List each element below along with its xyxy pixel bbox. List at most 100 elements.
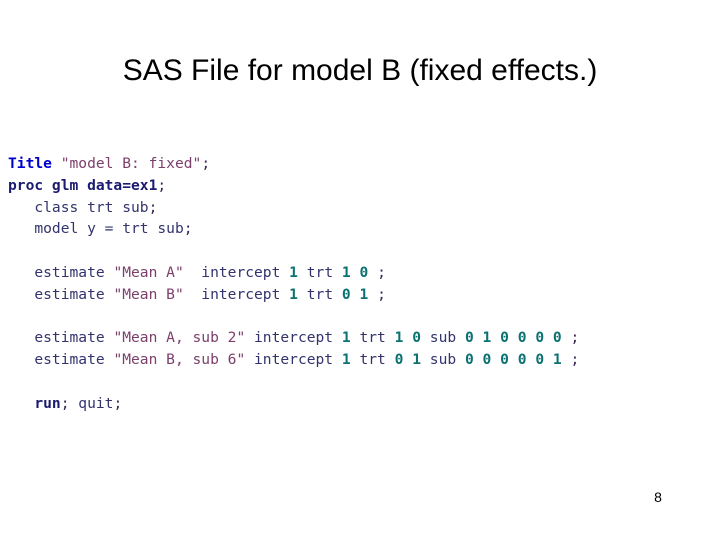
page-title: SAS File for model B (fixed effects.): [122, 54, 598, 87]
code-token-plain: [474, 329, 483, 346]
code-indent: [8, 199, 34, 216]
line-blank-2: [8, 306, 720, 328]
code-token-num: 1: [412, 351, 422, 369]
line-blank-3: [8, 371, 720, 393]
code-token-plain: model y = trt sub: [34, 220, 184, 238]
code-token-num: 1: [341, 263, 351, 281]
code-token-plain: estimate: [34, 329, 114, 347]
line-title: Title "model B: fixed";: [8, 153, 720, 175]
code-indent: [8, 220, 34, 237]
code-indent: [8, 329, 34, 346]
code-indent: [8, 286, 34, 303]
code-token-run: run: [34, 394, 61, 412]
code-token-num: 1: [341, 351, 351, 369]
code-token-num: 1: [394, 329, 404, 347]
code-indent: [8, 395, 34, 412]
code-token-plain: [491, 329, 500, 346]
code-token-plain: trt: [350, 351, 395, 369]
code-token-plain: [509, 351, 518, 368]
code-token-num: 0: [482, 351, 492, 369]
code-token-plain: [527, 329, 536, 346]
code-token-num: 1: [289, 263, 298, 281]
code-token-semi: ;: [377, 263, 386, 281]
code-token-num: 0: [517, 329, 527, 347]
code-token-num: 0: [517, 351, 527, 369]
code-token-plain: [403, 351, 412, 368]
sas-code-block: Title "model B: fixed";proc glm data=ex1…: [8, 153, 720, 415]
code-token-plain: trt: [350, 329, 395, 347]
code-token-num: 0: [535, 329, 545, 347]
code-token-plain: [351, 286, 360, 303]
line-model: model y = trt sub;: [8, 218, 720, 240]
code-token-plain: [509, 329, 518, 346]
line-proc: proc glm data=ex1;: [8, 175, 720, 197]
code-token-plain: estimate: [34, 285, 114, 303]
code-token-num: 0: [464, 329, 474, 347]
code-token-num: 0: [552, 329, 562, 347]
code-token-semi: ;: [570, 329, 580, 347]
code-token-plain: [562, 329, 571, 346]
code-token-plain: intercept: [245, 351, 342, 369]
code-indent: [8, 264, 34, 281]
line-estimate-mean-a-sub-2: estimate "Mean A, sub 2" intercept 1 trt…: [8, 327, 720, 349]
code-token-plain: [368, 286, 377, 303]
code-token-num: 0: [535, 351, 545, 369]
code-token-str: "Mean A, sub 2": [113, 329, 246, 347]
slide-page-number: 8: [654, 489, 662, 505]
code-token-plain: sub: [421, 351, 465, 369]
line-estimate-mean-b-sub-6: estimate "Mean B, sub 6" intercept 1 trt…: [8, 349, 720, 371]
code-token-semi: ;: [60, 394, 70, 412]
code-token-plain: [562, 351, 571, 368]
code-token-num: 0: [394, 351, 404, 369]
code-token-plain: intercept: [183, 263, 290, 281]
code-indent: [8, 351, 34, 368]
code-token-num: 1: [289, 285, 298, 303]
code-token-plain: class trt sub: [34, 198, 149, 216]
code-token-plain: [491, 351, 500, 368]
line-blank-1: [8, 240, 720, 262]
code-token-plain: [474, 351, 483, 368]
code-token-plain: [527, 351, 536, 368]
line-estimate-mean-a: estimate "Mean A" intercept 1 trt 1 0 ;: [8, 262, 720, 284]
code-token-plain: [544, 351, 553, 368]
code-token-semi: ;: [183, 220, 193, 238]
code-token-num: 0: [412, 329, 422, 347]
code-token-str: "model B: fixed": [60, 155, 202, 172]
code-token-semi: ;: [157, 176, 167, 194]
code-token-num: 0: [500, 329, 509, 347]
code-token-plain: trt: [297, 263, 342, 281]
code-token-plain: estimate: [34, 263, 114, 281]
code-token-plain: [403, 329, 412, 346]
code-token-num: 1: [552, 351, 562, 369]
line-estimate-mean-b: estimate "Mean B" intercept 1 trt 0 1 ;: [8, 284, 720, 306]
code-token-semi: ;: [201, 155, 211, 172]
line-run-quit: run; quit;: [8, 393, 720, 415]
code-token-num: 0: [464, 351, 474, 369]
code-token-plain: intercept: [245, 329, 342, 347]
code-token-str: "Mean B, sub 6": [113, 351, 246, 369]
code-token-semi: ;: [570, 351, 580, 369]
code-token-semi: ;: [148, 198, 158, 216]
code-token-plain: trt: [297, 285, 342, 303]
code-token-plain: intercept: [183, 285, 290, 303]
code-token-num: 0: [341, 285, 351, 303]
code-token-kw: Title: [8, 155, 52, 172]
line-class: class trt sub;: [8, 197, 720, 219]
code-token-num: 0: [500, 351, 509, 369]
code-token-plain: [52, 155, 61, 172]
code-token-plain: [368, 264, 377, 281]
code-token-semi: ;: [377, 285, 386, 303]
code-token-plain: estimate: [34, 351, 114, 369]
code-token-num: 1: [341, 329, 351, 347]
code-token-num: 1: [482, 329, 492, 347]
code-token-num: 1: [359, 285, 369, 303]
code-token-plain: sub: [421, 329, 465, 347]
code-token-semi: ;: [113, 394, 123, 412]
code-token-str: "Mean B": [113, 285, 184, 303]
code-token-plain: [544, 329, 553, 346]
code-token-plain: [351, 264, 360, 281]
code-token-plain: quit: [69, 394, 114, 412]
code-token-num: 0: [359, 263, 369, 281]
code-token-str: "Mean A": [113, 263, 184, 281]
